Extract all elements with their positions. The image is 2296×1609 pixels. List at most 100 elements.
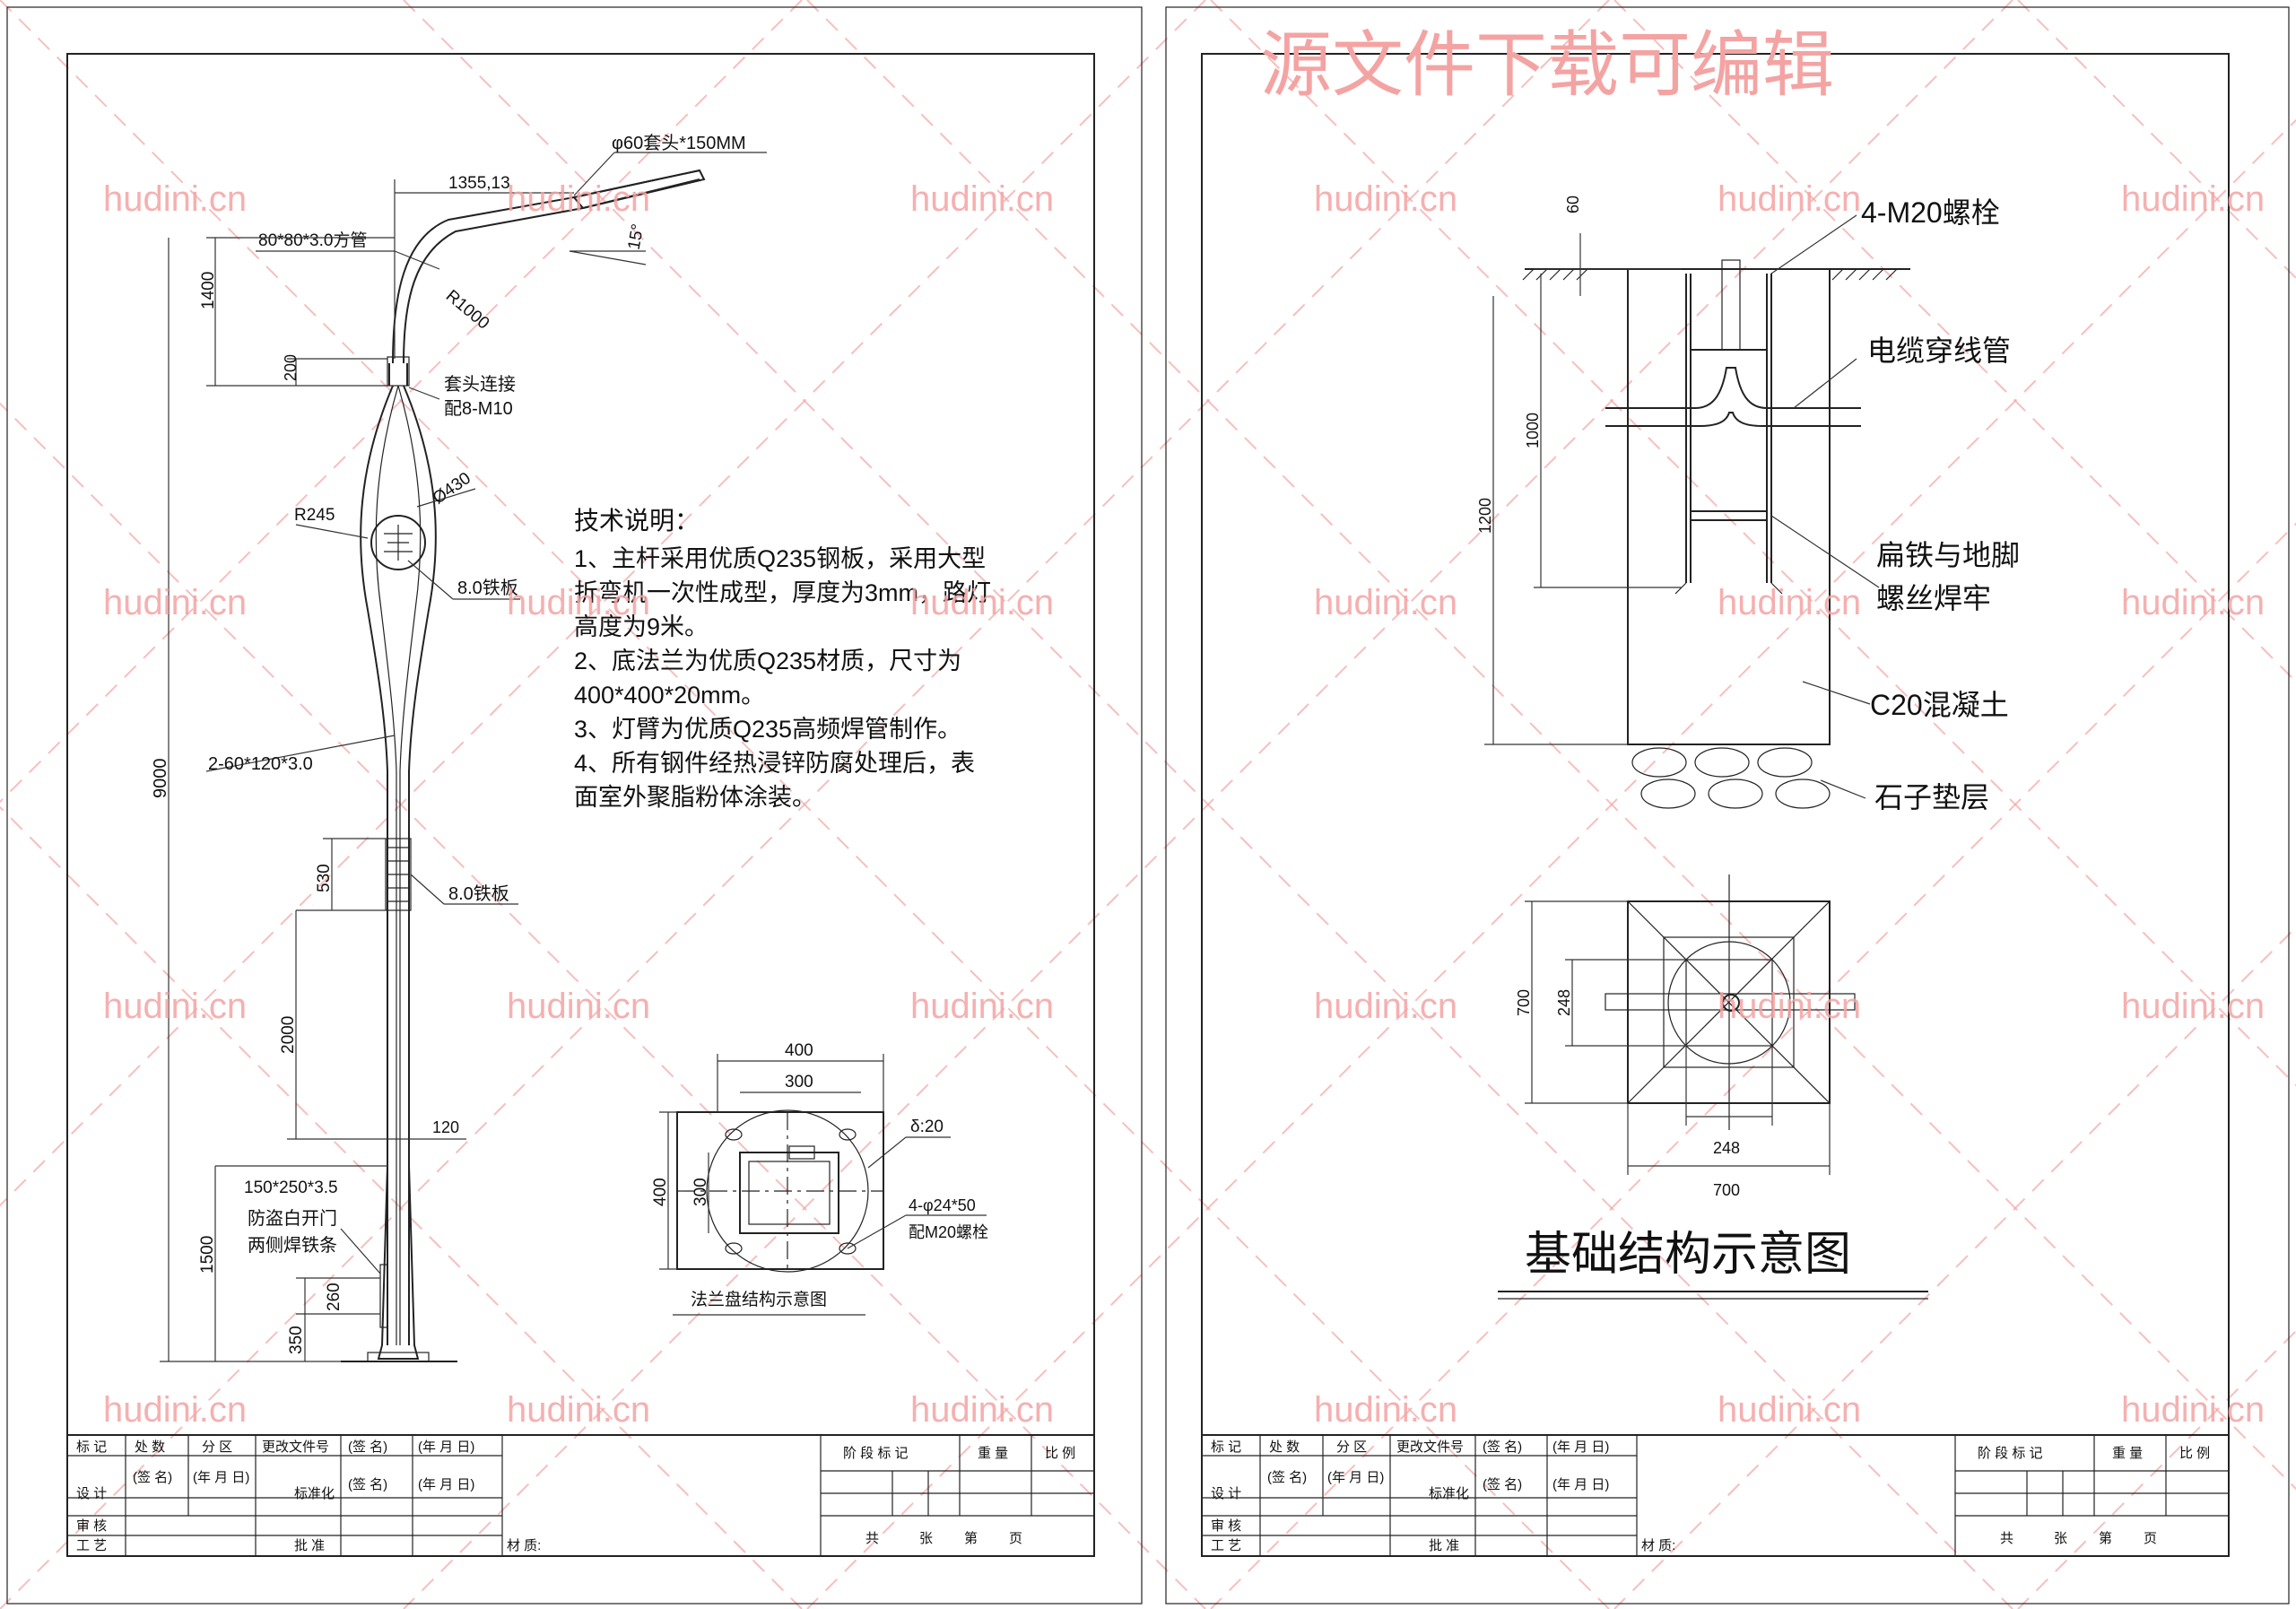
- tb-standard: 标准化: [294, 1486, 335, 1501]
- dim-350: 350: [287, 1326, 306, 1354]
- ornament-circle: [370, 515, 426, 570]
- tb-scale: 比 例: [1045, 1446, 1075, 1461]
- dim-200: 200: [282, 354, 300, 381]
- flange-caption: 法兰盘结构示意图: [691, 1290, 827, 1309]
- watermark-line: [1210, 522, 2296, 1609]
- top-fitting-label: φ60套头*150MM: [612, 133, 746, 153]
- tb2-sign3: (签 名): [1483, 1477, 1522, 1492]
- watermark-text: hudini.cn: [910, 987, 1054, 1026]
- dim-2000: 2000: [279, 1016, 298, 1054]
- watermark-text: hudini.cn: [2121, 583, 2265, 622]
- tb2-sign2: (签 名): [1267, 1470, 1307, 1485]
- lamp-arm-outer: [392, 170, 700, 364]
- dim-arm-length: 1355,13: [448, 174, 510, 193]
- right-sheet-frame: [1165, 6, 2290, 1605]
- plan-dim-700-bottom: 700: [1713, 1181, 1740, 1199]
- tb2-zone: 分 区: [1336, 1439, 1367, 1455]
- watermark-text: hudini.cn: [507, 987, 650, 1026]
- flange-dim-400-left: 400: [651, 1178, 670, 1206]
- tb-material: 材 质:: [507, 1538, 541, 1553]
- base-plate: [367, 1352, 430, 1362]
- notes-line-5: 400*400*20mm。: [574, 682, 765, 709]
- tb-sign2: (签 名): [133, 1470, 172, 1485]
- tb2-standard: 标准化: [1429, 1486, 1469, 1501]
- plan-dim-700-left: 700: [1515, 989, 1533, 1016]
- joint-label-2: 配8-M10: [444, 399, 513, 419]
- lamp-arm-inner: [403, 178, 700, 364]
- tb2-approve: 批 准: [1429, 1538, 1459, 1553]
- door-label-2: 两侧焊铁条: [248, 1235, 337, 1256]
- fnd-concrete: C20混凝土: [1870, 689, 2009, 721]
- tb2-change: 更改文件号: [1396, 1439, 1464, 1455]
- pole-bulb: [360, 385, 394, 1345]
- watermark-line: [0, 805, 803, 1609]
- tb2-process: 工 艺: [1211, 1538, 1241, 1553]
- fnd-weld-2: 螺丝焊牢: [1876, 582, 1991, 614]
- tb-design: 设 计: [76, 1486, 107, 1501]
- fdim-1000: 1000: [1524, 413, 1542, 448]
- watermark-text: hudini.cn: [1718, 179, 1861, 219]
- tb-sheets: 张: [919, 1531, 933, 1546]
- tb-count: 处 数: [135, 1439, 165, 1455]
- tb-page-word: 第: [964, 1530, 978, 1546]
- tb2-sign: (签 名): [1483, 1439, 1522, 1455]
- flange-holes: 4-φ24*50: [909, 1196, 976, 1214]
- watermark-text: hudini.cn: [103, 179, 247, 219]
- watermark-text: hudini.cn: [1718, 987, 1861, 1026]
- fnd-gravel: 石子垫层: [1874, 781, 1989, 813]
- tb2-design: 设 计: [1211, 1486, 1241, 1501]
- plan-dim-248-left: 248: [1555, 989, 1573, 1016]
- notes-line-2: 折弯机一次性成型，厚度为3mm，路灯: [574, 579, 991, 606]
- flange-plan: [676, 1109, 884, 1273]
- door-size-label: 150*250*3.5: [244, 1178, 338, 1197]
- dim-1500: 1500: [198, 1236, 217, 1274]
- pole-elevation: [341, 169, 706, 1362]
- watermark-line: [2017, 0, 2296, 280]
- tb-stage: 阶 段 标 记: [843, 1446, 909, 1461]
- tb-date3: (年 月 日): [418, 1477, 474, 1492]
- foundation-dimensions: 60 1000 1200 4-M20螺栓 电缆穿线管 扁铁与地脚 螺丝焊牢 C2…: [1476, 196, 2020, 813]
- watermark-line: [1613, 926, 2296, 1609]
- plan-dim-248-bottom: 248: [1713, 1139, 1740, 1157]
- dim-1400: 1400: [199, 272, 218, 309]
- watermark-text: hudini.cn: [507, 583, 650, 622]
- technical-notes: 技术说明： 1、主杆采用优质Q235钢板，采用大型 折弯机一次性成型，厚度为3m…: [574, 507, 991, 811]
- watermark-text: hudini.cn: [1314, 987, 1457, 1026]
- watermark-text: hudini.cn: [507, 1390, 650, 1430]
- foundation-plan: [1605, 874, 1856, 1130]
- arm-angle-label: 15°: [625, 222, 648, 251]
- watermark-text: hudini.cn: [910, 1390, 1054, 1430]
- tb-process: 工 艺: [76, 1538, 107, 1553]
- watermark-text: hudini.cn: [103, 987, 247, 1026]
- tb2-date3: (年 月 日): [1552, 1477, 1609, 1492]
- tb-review: 审 核: [76, 1518, 107, 1534]
- foundation-title: 基础结构示意图: [1525, 1229, 1851, 1281]
- watermark-line: [0, 0, 1610, 1609]
- dia-430-label: Ø430: [430, 469, 474, 509]
- radius-245-label: R245: [294, 506, 335, 525]
- dim-120: 120: [432, 1118, 459, 1136]
- foundation-section: [1522, 259, 1910, 809]
- dim-530: 530: [315, 864, 334, 892]
- tb-date2: (年 月 日): [193, 1470, 249, 1485]
- tube-section-label: 2-60*120*3.0: [208, 754, 313, 774]
- joint-label-1: 套头连接: [444, 374, 516, 395]
- flange-dim-400-top: 400: [785, 1041, 813, 1060]
- fnd-cable: 电缆穿线管: [1867, 335, 2011, 367]
- notes-title: 技术说明：: [574, 507, 700, 535]
- arm-radius-label: R1000: [442, 287, 492, 334]
- watermark-line: [0, 0, 803, 804]
- watermark-line: [2017, 1329, 2296, 1609]
- tb-weight: 重 量: [978, 1446, 1008, 1461]
- tb-date: (年 月 日): [418, 1439, 474, 1455]
- lamp-head: [572, 169, 706, 210]
- flange-dim-300-left: 300: [691, 1178, 710, 1206]
- fnd-bolts: 4-M20螺栓: [1861, 196, 2000, 229]
- notes-line-1: 1、主杆采用优质Q235钢板，采用大型: [574, 545, 986, 572]
- watermark-text: hudini.cn: [2121, 987, 2265, 1026]
- tb2-weight: 重 量: [2112, 1446, 2143, 1461]
- tb2-stage: 阶 段 标 记: [1978, 1446, 2043, 1461]
- arm-tube-label: 80*80*3.0方管: [258, 230, 367, 250]
- watermark-line: [806, 118, 2296, 1609]
